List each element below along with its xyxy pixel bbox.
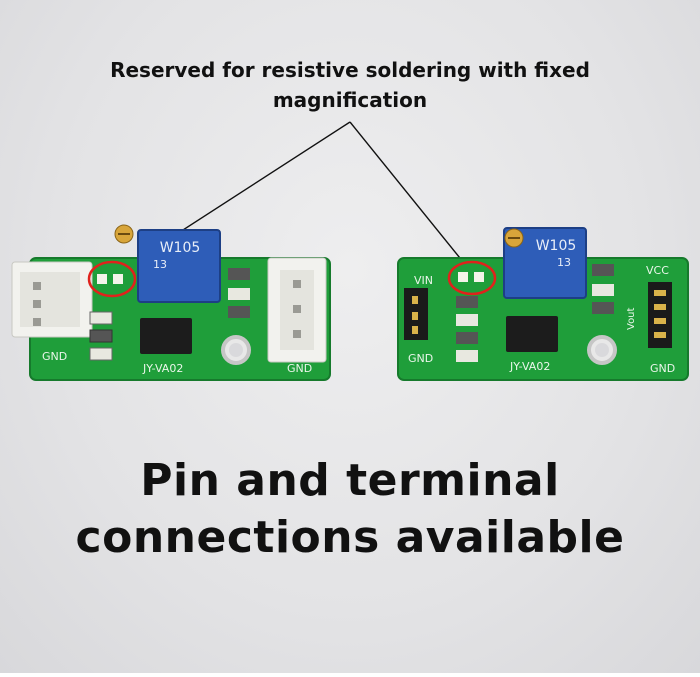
right-gnd-label: GND	[408, 352, 433, 365]
annotation-line-1: Reserved for resistive soldering with fi…	[110, 58, 590, 82]
right-vout-label: Vout	[626, 307, 637, 330]
right-pin-header-right	[648, 282, 672, 348]
right-model-label: JY-VA02	[509, 360, 550, 373]
right-pot-label: W105	[536, 238, 577, 254]
right-pin-header-left	[404, 288, 428, 340]
left-potentiometer: W105 13	[114, 224, 221, 303]
left-ic-chip	[140, 318, 192, 354]
right-ic-chip	[506, 316, 558, 352]
left-highlight-circle	[87, 260, 137, 298]
right-vcc-label: VCC	[646, 264, 669, 277]
callout-line-right	[349, 121, 469, 269]
headline-line-2: connections available	[75, 512, 625, 563]
left-pot-label: W105	[160, 240, 201, 256]
annotation-line-2: magnification	[272, 88, 428, 112]
right-board: VIN GND W105 13	[397, 227, 689, 381]
left-gnd-label: GND	[42, 350, 67, 363]
left-gnd-right-label: GND	[287, 362, 312, 375]
headline-line-1: Pin and terminal	[140, 455, 560, 506]
left-jst-connector	[11, 261, 93, 338]
right-gnd-right-label: GND	[650, 362, 675, 375]
left-board: W105 13 GND JY-VA02 GND	[11, 224, 331, 381]
left-model-label: JY-VA02	[142, 362, 183, 375]
right-highlight-circle	[447, 260, 497, 296]
left-pot-sub: 13	[153, 258, 167, 271]
left-terminal-connector	[267, 257, 327, 363]
right-pot-sub: 13	[557, 256, 571, 269]
right-potentiometer: W105 13	[503, 227, 587, 299]
right-vin-label: VIN	[414, 274, 433, 287]
